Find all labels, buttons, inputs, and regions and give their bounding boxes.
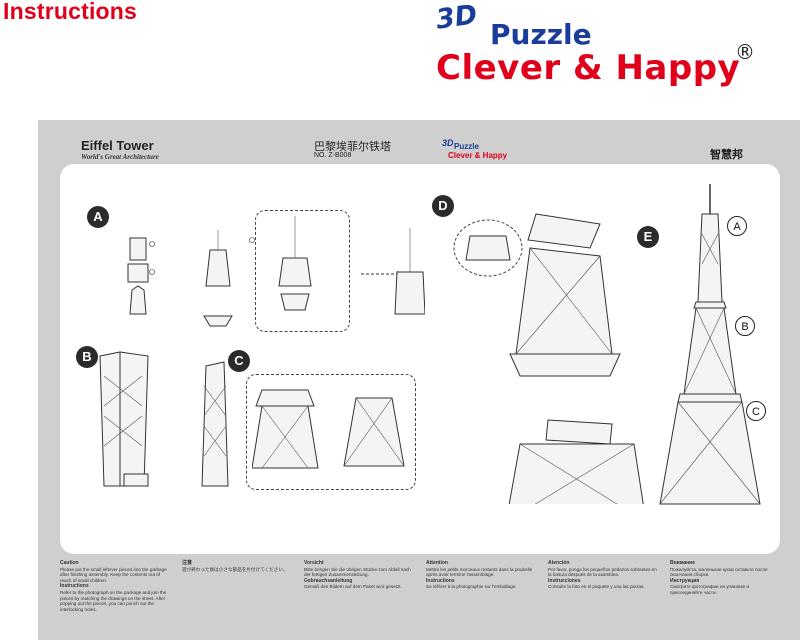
note-body: Refer to the photograph on the package a… [60,589,167,612]
note-head: Instrucciones [548,577,581,584]
instructions-heading: Instructions [3,0,138,24]
logo-3d-text: 3D [434,0,480,36]
logo-brand-text: Clever & Happy [436,48,741,88]
note-body: Bitte bringen Sie die übrigen Stücke zum… [304,566,411,578]
sheet-chinese-title: 巴黎埃菲尔铁塔 [314,140,391,153]
note-head: Atención [548,560,570,566]
note-body: Пожалуйста, маленькие куски оставьте пос… [670,566,768,578]
note-body: Consulte la foto en el paquete y una las… [548,584,645,590]
step-e-tower-illustration [659,184,761,505]
note-spanish: Atención Por favor, ponga los pequeños p… [548,560,660,590]
note-russian: Внимание Пожалуйста, маленькие куски ост… [670,560,782,596]
step-a-parts-illustration [127,230,255,327]
sheet-subtitle: World's Great Architecture [81,153,159,161]
note-head: Инструкция [670,577,700,584]
step-a-detail-frame [255,210,350,332]
product-number: NO. Z-B008 [314,152,352,159]
step-badge-a: A [87,206,109,228]
step-d-assembly-illustration [453,213,644,504]
note-body: Se référer à la photographie sur l'embal… [426,584,517,590]
part-label-a: A [727,216,747,236]
note-body: Please put the small leftover pieces int… [60,566,167,583]
note-english: Caution Please put the small leftover pi… [60,560,172,612]
step-a-assembly-illustration [278,216,425,315]
note-head: 注意 [182,560,193,566]
mini-logo-puzzle: Puzzle [454,142,479,151]
step-badge-d: D [432,195,454,217]
note-body: Mettre les petits morceaux restants dans… [426,566,533,578]
brand-chinese-logo: 智慧邦 [710,148,743,161]
mini-logo-3d: 3D [442,138,454,148]
step-c-detail-frame [246,374,416,490]
note-body: 遊び終わった後は小さな部品を片付けてください。 [182,566,288,572]
note-head: Instructions [426,577,455,584]
part-label-b: B [735,316,755,336]
note-german: Vorsicht Bitte bringen Sie die übrigen S… [304,560,416,590]
multilingual-notes: Caution Please put the small leftover pi… [60,560,790,640]
note-head: Внимание [670,560,695,566]
sheet-title: Eiffel Tower [81,138,154,153]
step-c-assembly-illustration [252,389,405,469]
note-head: Instructions [60,583,89,590]
note-japanese: 注意 遊び終わった後は小さな部品を片付けてください。 [182,560,294,572]
logo-puzzle-text: Puzzle [490,18,592,51]
note-head: Gebrauchsanleitung [304,577,353,584]
note-body: Por favor, ponga los pequeños pedazos so… [548,566,657,578]
step-badge-e: E [637,226,659,248]
part-label-c: C [746,401,766,421]
note-head: Attention [426,560,448,566]
registered-mark: ® [735,40,755,64]
step-badge-c: C [228,350,250,372]
note-body: Gemäß den Bildern auf dem Paket wird ges… [304,584,402,590]
step-b-parts-illustration [99,351,229,487]
note-head: Caution [60,560,79,566]
step-badge-b: B [76,346,98,368]
note-head: Vorsicht [304,560,324,566]
note-french: Attention Mettre les petits morceaux res… [426,560,538,590]
mini-logo-brand: Clever & Happy [448,151,508,160]
assembly-panel: A B C D E [60,164,780,554]
instruction-sheet: Eiffel Tower World's Great Architecture … [38,120,800,640]
note-body: Смотрите фотографии на упаковке и присое… [670,584,750,595]
